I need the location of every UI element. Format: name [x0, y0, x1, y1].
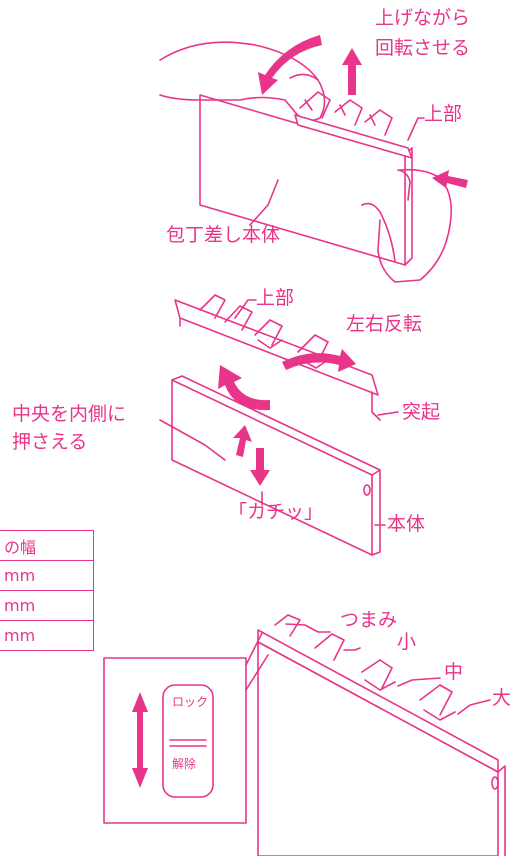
step1-top-rail — [294, 91, 413, 159]
width-table-header: の幅 — [0, 530, 94, 561]
press-arrow-up — [233, 425, 252, 457]
step1-hand-left — [159, 41, 326, 122]
width-table-row: mm — [0, 590, 94, 621]
label-size-large: 大 — [492, 687, 512, 709]
label-knob: つまみ — [340, 609, 398, 631]
label-size-small: 小 — [397, 631, 417, 653]
leader-large — [457, 699, 491, 715]
leader-body1 — [249, 179, 279, 226]
step1-hand-right — [361, 168, 453, 283]
label-press-center-1: 中央を内側に — [12, 403, 127, 425]
width-table-row: mm — [0, 620, 94, 651]
flip-arrow-right — [282, 349, 356, 372]
leader-press — [159, 419, 226, 461]
width-table-row: mm — [0, 560, 94, 591]
label-flip-lr: 左右反転 — [346, 313, 423, 335]
label-body: 本体 — [387, 513, 426, 535]
lock-inset-box — [103, 632, 269, 824]
flip-arrow-left — [218, 365, 270, 411]
label-lock: ロック — [172, 695, 209, 709]
lift-arrow-up — [342, 48, 362, 95]
label-size-medium: 中 — [444, 661, 464, 683]
push-arrow-left — [432, 170, 468, 188]
step3-body-panel — [257, 641, 506, 856]
leader-top1 — [407, 117, 425, 141]
leader-medium — [397, 677, 441, 687]
label-protrusion: 突起 — [402, 401, 441, 423]
leader-knob — [285, 623, 331, 633]
label-press-center-2: 押さえる — [12, 431, 88, 453]
leader-top2 — [234, 299, 257, 319]
lock-direction-arrow — [132, 692, 148, 788]
press-arrow-down — [250, 448, 270, 486]
step2-body-panel — [171, 375, 381, 556]
label-click: 「カチッ」 — [228, 501, 324, 523]
label-release: 解除 — [172, 757, 197, 771]
label-top-1: 上部 — [424, 103, 463, 125]
rotate-arrow-curved — [258, 35, 322, 95]
width-table: の幅 mm mm mm — [0, 530, 94, 651]
label-holder-body: 包丁差し本体 — [166, 224, 281, 246]
leader-protrusion — [377, 411, 399, 416]
label-lift-rotate-1: 上げながら — [375, 7, 471, 29]
label-top-2: 上部 — [256, 287, 295, 309]
leader-small — [343, 647, 361, 651]
label-lift-rotate-2: 回転させる — [375, 37, 471, 59]
